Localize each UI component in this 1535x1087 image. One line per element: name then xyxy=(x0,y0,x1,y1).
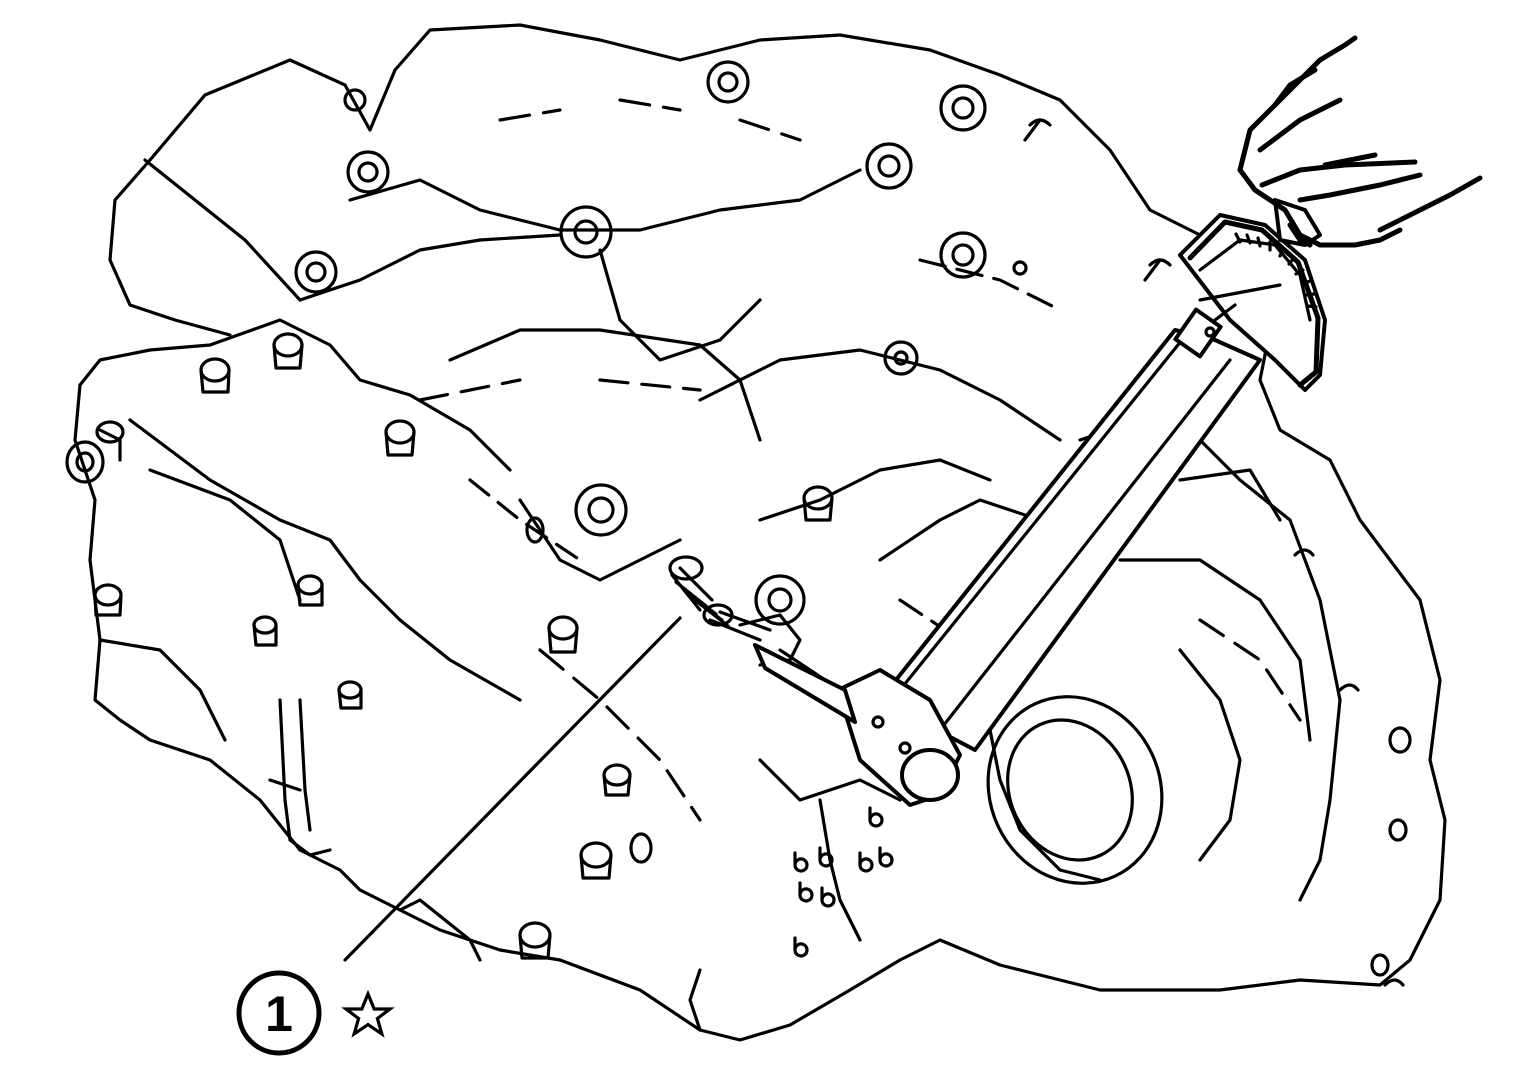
callout-number-circle xyxy=(236,970,322,1056)
hand xyxy=(1237,35,1483,248)
transaxle-case xyxy=(65,23,1447,1042)
torque-wrench xyxy=(753,198,1327,807)
callout-star-icon xyxy=(341,989,395,1038)
callout-1: 1 xyxy=(236,616,682,1056)
callout-number: 1 xyxy=(265,986,293,1042)
dial-scale xyxy=(1234,232,1318,309)
callout-leader-line xyxy=(343,616,682,962)
